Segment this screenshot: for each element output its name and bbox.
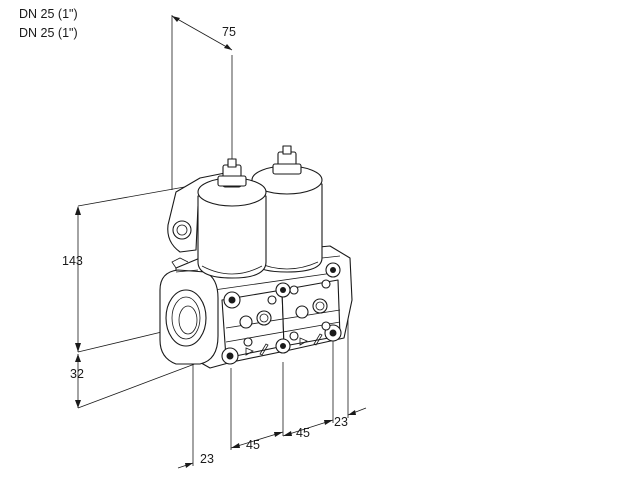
- dim-spacing-2: 45: [296, 426, 310, 440]
- bolt-heads: [221, 262, 342, 365]
- dimension-lines: [75, 15, 367, 469]
- size-label-secondary: DN 25 (1"): [19, 26, 78, 40]
- dim-inlet-height: 32: [70, 367, 84, 381]
- valve-body: [159, 145, 353, 369]
- dim-top-depth: 75: [222, 25, 236, 39]
- dim-end-offset: 23: [334, 415, 348, 429]
- size-label-primary: DN 25 (1"): [19, 7, 78, 21]
- dim-spacing-1: 45: [246, 438, 260, 452]
- dim-flange-offset: 23: [200, 452, 214, 466]
- dim-height: 143: [62, 254, 83, 268]
